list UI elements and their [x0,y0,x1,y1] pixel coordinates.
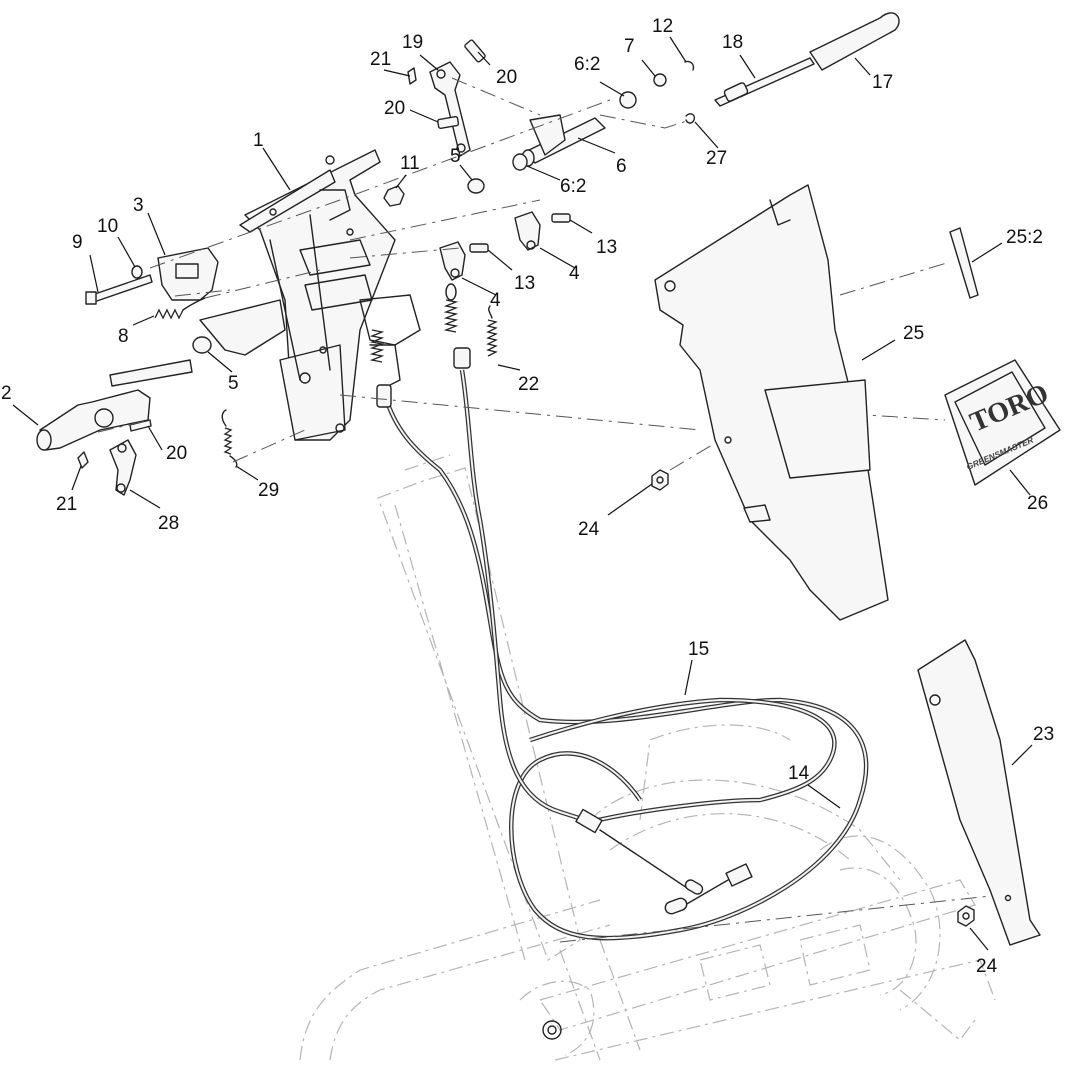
callout-5b: 5 [228,373,239,394]
callout-4a: 4 [569,263,580,284]
callout-6-2b: 6:2 [574,54,600,75]
callout-21b: 21 [56,494,77,515]
callout-15: 15 [688,639,709,660]
spring-29 [223,427,233,455]
callout-6: 6 [616,156,627,177]
control-cables [382,369,869,941]
callout-28: 28 [158,513,179,534]
callout-19: 19 [402,32,423,53]
callout-20b: 20 [384,98,405,119]
callout-23: 23 [1033,724,1054,745]
top-parts [383,12,900,281]
callout-2: 2 [1,383,12,404]
spring-8 [154,308,184,320]
springs [154,283,498,468]
callout-25-2: 25:2 [1006,227,1043,248]
callout-9: 9 [72,232,83,253]
callout-24b: 24 [976,956,998,977]
callout-25: 25 [903,323,924,344]
callout-27: 27 [706,148,727,169]
callout-26: 26 [1027,493,1048,514]
toro-decal-26: TORO GREENSMASTER [944,359,1061,486]
nuts-24 [651,469,975,927]
callout-20a: 20 [496,67,517,88]
callout-14: 14 [788,763,810,784]
callout-20c: 20 [166,443,187,464]
side-panel-23 [917,639,1041,946]
callout-13a: 13 [596,237,617,258]
callout-8: 8 [118,326,129,347]
callout-4b: 4 [490,290,501,311]
left-parts [36,247,219,496]
callout-13b: 13 [514,273,535,294]
leader-lines [12,36,1033,951]
callout-21a: 21 [370,49,391,70]
callout-29: 29 [258,480,279,501]
callout-22: 22 [518,374,539,395]
control-shroud-25 [654,184,979,621]
callout-18: 18 [722,32,743,53]
callout-12: 12 [652,16,673,37]
spring-22 [486,319,498,357]
callout-3: 3 [133,195,144,216]
callout-10: 10 [97,216,118,237]
assembly-centerlines [97,77,1001,943]
machine-frame-phantom [299,454,996,1061]
callout-7: 7 [624,36,635,57]
callout-6-2a: 6:2 [560,176,586,197]
callout-labels: 1 2 3 4 4 5 5 6 6:2 6:2 7 8 9 10 11 12 1… [1,16,1054,977]
callout-5a: 5 [450,146,461,167]
callout-11: 11 [400,153,420,174]
callout-24a: 24 [578,519,600,540]
main-bracket-assembly [199,149,421,441]
callout-17: 17 [872,72,893,93]
callout-1: 1 [253,130,264,151]
